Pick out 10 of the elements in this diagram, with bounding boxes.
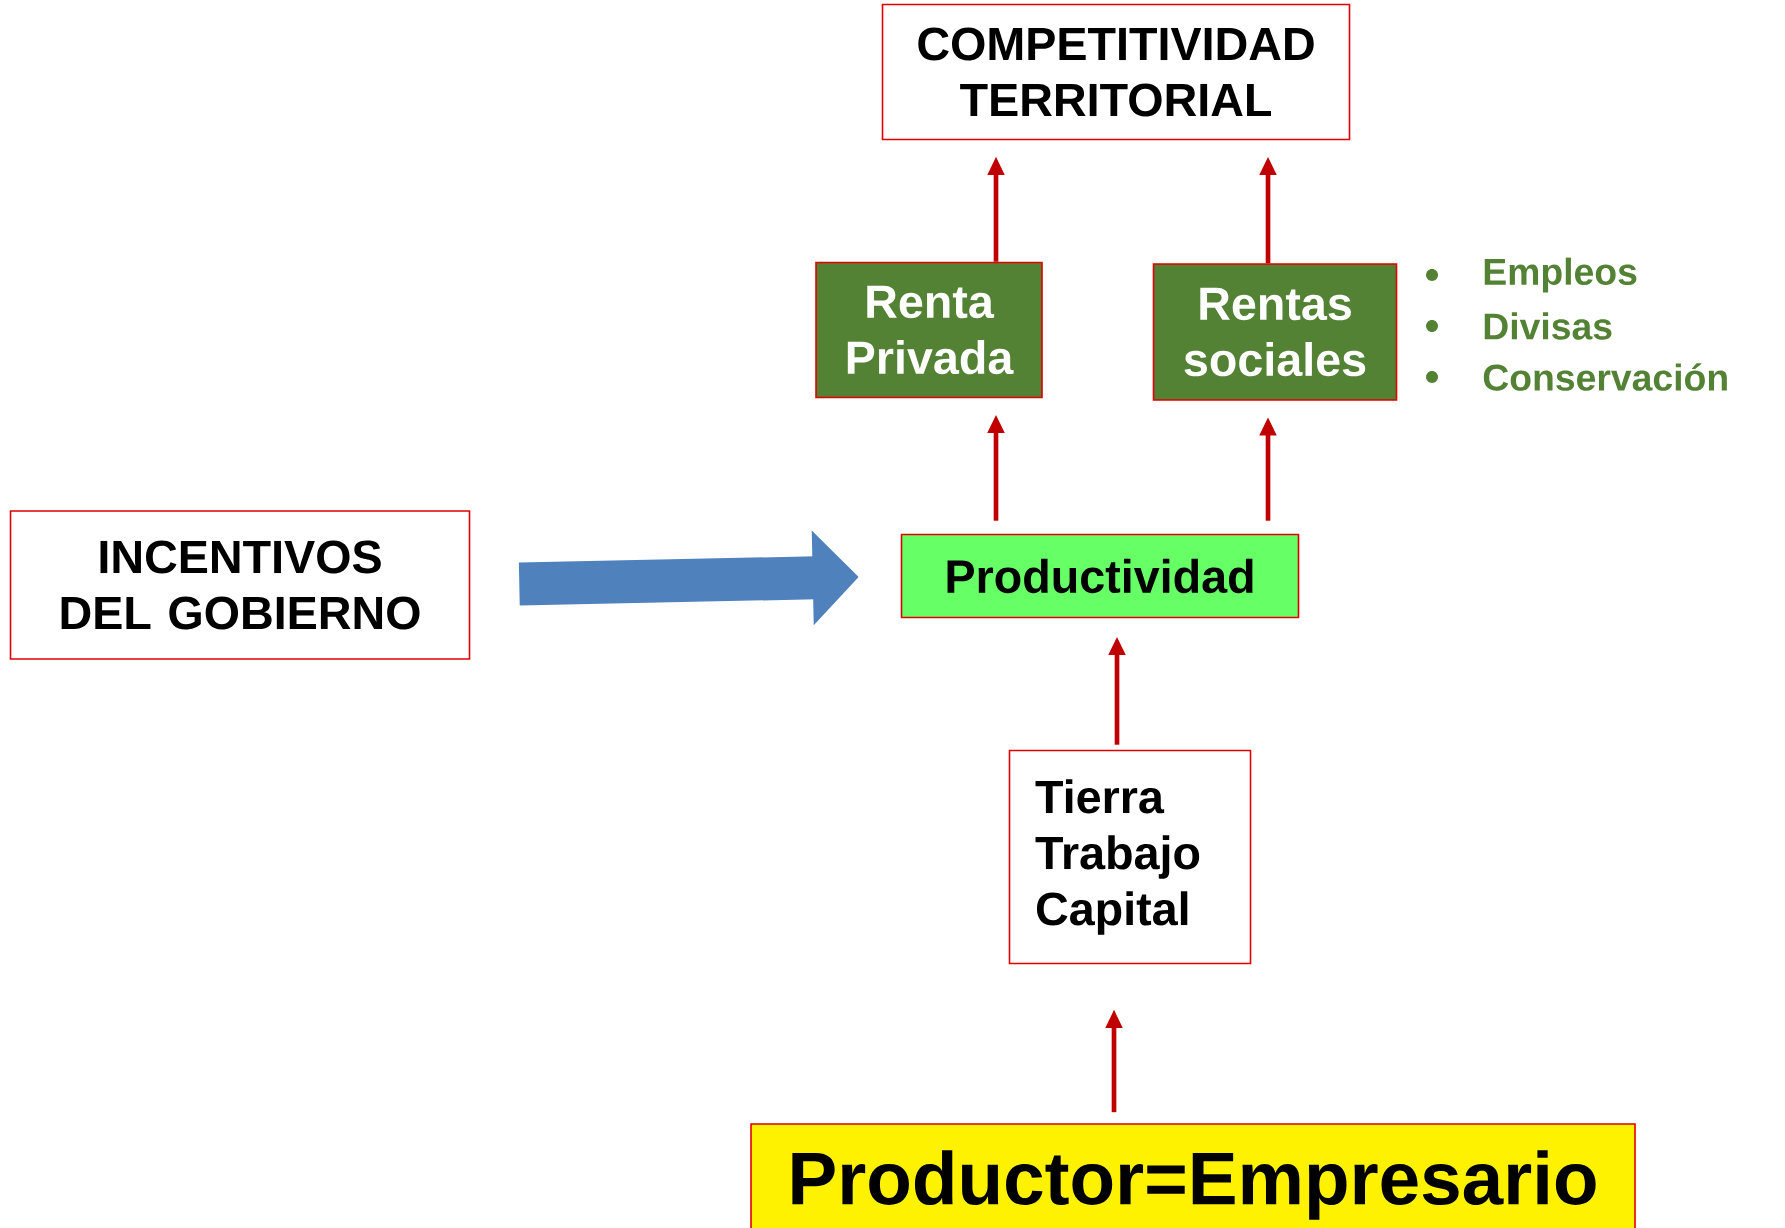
factors-box: Tierra Trabajo Capital [1008, 749, 1252, 965]
incentive-box: INCENTIVOS DEL GOBIERNO [9, 510, 471, 660]
list-item: Conservación [1483, 363, 1727, 391]
producer-box: Productor=Empresario [750, 1123, 1636, 1228]
productivity-box: Productividad [900, 533, 1300, 619]
title-box: COMPETITIVIDAD TERRITORIAL [881, 3, 1351, 141]
income-box: Rentas sociales [1152, 263, 1398, 401]
list-item: Empleos [1484, 257, 1637, 293]
list-item: Divisas [1484, 312, 1612, 340]
income-box: Renta Privada [815, 261, 1043, 399]
